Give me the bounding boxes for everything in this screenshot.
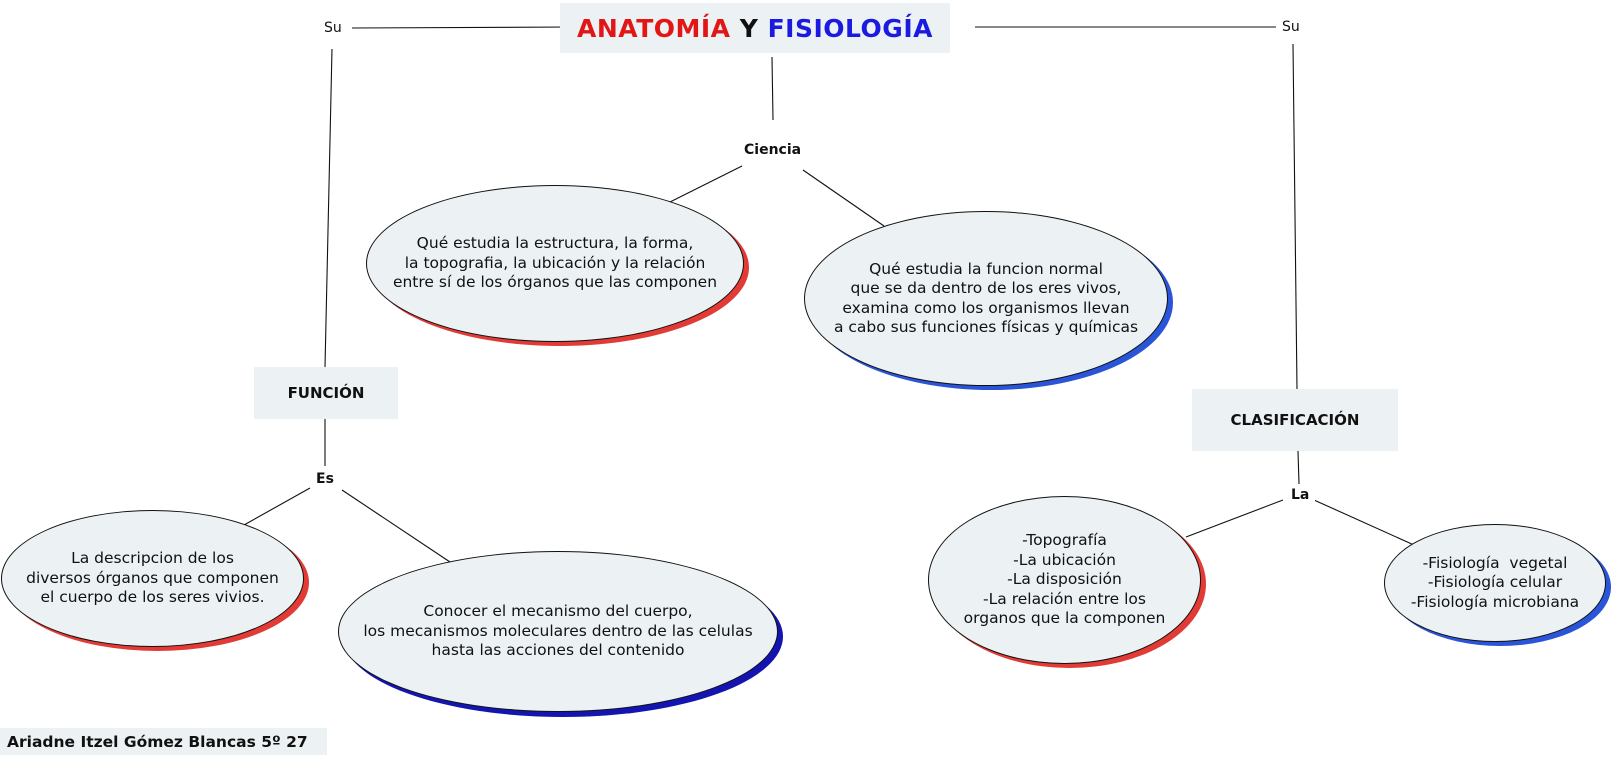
ellipse-line: entre sí de los órganos que las componen bbox=[392, 273, 718, 292]
ellipse-line: La descripcion de los bbox=[71, 549, 234, 568]
ellipse-line: -Fisiología microbiana bbox=[1410, 592, 1580, 611]
concept-funcion: FUNCIÓN bbox=[254, 367, 398, 419]
ellipse-line: los mecanismos moleculares dentro de las… bbox=[363, 621, 753, 640]
page-title: ANATOMÍA Y FISIOLOGÍA bbox=[560, 3, 950, 53]
link-es-fisio bbox=[341, 489, 451, 563]
ellipse-line: Qué estudia la funcion normal bbox=[869, 259, 1103, 278]
ellipse-line: a cabo sus funciones físicas y químicas bbox=[833, 318, 1139, 336]
link-su-left-funcion bbox=[324, 48, 333, 368]
link-clas-la bbox=[1297, 450, 1300, 485]
ellipse-clasificacion-anatomia: -Topografía -La ubicación -La disposició… bbox=[928, 496, 1201, 664]
ellipse-line: -Topografía bbox=[1022, 531, 1107, 550]
ellipse-line: -La ubicación bbox=[1013, 550, 1116, 569]
ellipse-line: el cuerpo de los seres vivios. bbox=[40, 588, 265, 607]
ellipse-line: Conocer el mecanismo del cuerpo, bbox=[423, 602, 693, 621]
linking-word-la: La bbox=[1285, 486, 1316, 504]
ellipse-line: la topografia, la ubicación y la relació… bbox=[404, 253, 706, 272]
ellipse-line: Qué estudia la estructura, la forma, bbox=[416, 234, 694, 253]
ellipse-line: -Fisiología celular bbox=[1427, 573, 1563, 592]
linking-word-su-right: Su bbox=[1276, 18, 1306, 36]
concept-clasificacion: CLASIFICACIÓN bbox=[1192, 389, 1398, 451]
link-ciencia-anatomia bbox=[669, 165, 743, 203]
title-fisiologia: FISIOLOGÍA bbox=[767, 13, 933, 43]
ellipse-line: examina como los organismos llevan bbox=[842, 298, 1130, 317]
link-title-ciencia bbox=[771, 56, 774, 121]
title-anatomia: ANATOMÍA bbox=[577, 13, 731, 43]
ellipse-line: organos que la componen bbox=[963, 609, 1166, 628]
ellipse-line: hasta las acciones del contenido bbox=[431, 641, 685, 660]
linking-word-es: Es bbox=[310, 470, 340, 488]
title-y: Y bbox=[739, 13, 759, 43]
ellipse-anatomia-definicion: Qué estudia la estructura, la forma, la … bbox=[366, 185, 744, 342]
ellipse-line: que se da dentro de los eres vivos, bbox=[850, 279, 1122, 297]
link-la-fisio bbox=[1313, 499, 1415, 546]
ellipse-fisiologia-definicion: Qué estudia la funcion normal que se da … bbox=[804, 211, 1168, 386]
ellipse-clasificacion-fisiologia: -Fisiología vegetal -Fisiología celular … bbox=[1384, 524, 1606, 642]
ellipse-funcion-anatomia: La descripcion de los diversos órganos q… bbox=[1, 510, 304, 647]
linking-word-ciencia: Ciencia bbox=[738, 141, 808, 159]
link-su-right-clasificacion bbox=[1292, 43, 1298, 390]
ellipse-funcion-fisiologia: Conocer el mecanismo del cuerpo, los mec… bbox=[338, 551, 778, 712]
author-label: Ariadne Itzel Gómez Blancas 5º 27 bbox=[0, 728, 327, 755]
ellipse-line: -Fisiología vegetal bbox=[1422, 553, 1568, 572]
linking-word-su-left: Su bbox=[318, 19, 348, 37]
ellipse-line: -La disposición bbox=[1007, 570, 1122, 589]
link-la-anat bbox=[1185, 499, 1284, 538]
link-title-su-left bbox=[351, 26, 574, 29]
ellipse-line: diversos órganos que componen bbox=[26, 568, 279, 587]
link-ciencia-fisiologia bbox=[802, 169, 885, 227]
link-es-anat bbox=[243, 487, 311, 526]
ellipse-line: -La relación entre los bbox=[983, 589, 1146, 608]
